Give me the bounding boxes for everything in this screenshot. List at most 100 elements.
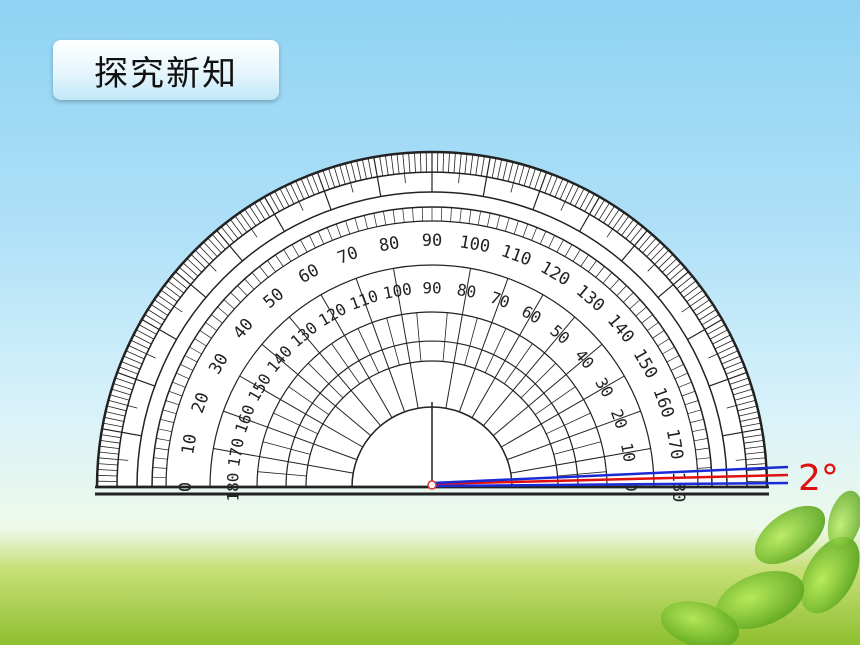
- tick-mark: [569, 185, 580, 205]
- tick-mark: [164, 285, 181, 298]
- protractor-band-1: [116, 171, 748, 488]
- tick-mark: [559, 180, 569, 200]
- spoke-line: [520, 363, 556, 399]
- tick-mark: [459, 208, 462, 223]
- tick-mark: [574, 188, 585, 207]
- spoke-line: [257, 471, 307, 477]
- tick-mark: [733, 388, 753, 396]
- tick-mark: [267, 260, 276, 273]
- tick-mark: [283, 249, 292, 262]
- tick-mark: [698, 309, 717, 321]
- tick-mark: [356, 160, 362, 181]
- tick-mark: [453, 152, 456, 173]
- tick-mark: [650, 245, 665, 261]
- tick-mark: [544, 174, 553, 194]
- tick-mark: [290, 183, 304, 211]
- tick-mark: [584, 193, 595, 212]
- tick-mark: [721, 355, 741, 365]
- tick-mark: [182, 262, 199, 277]
- protractor-band-6: [256, 311, 608, 488]
- tick-mark: [373, 213, 378, 227]
- tick-mark: [98, 457, 129, 461]
- tick-mark: [725, 366, 745, 375]
- tick-mark: [669, 266, 686, 281]
- tick-mark: [128, 345, 156, 359]
- tick-mark: [326, 227, 333, 241]
- spoke-line: [213, 448, 354, 474]
- tick-mark: [390, 154, 394, 175]
- tick-mark: [448, 152, 450, 173]
- tick-mark: [603, 205, 615, 224]
- tick-mark: [311, 174, 320, 194]
- tick-mark: [697, 467, 712, 469]
- spoke-line: [458, 278, 509, 412]
- spoke-line: [546, 412, 591, 435]
- spoke-line: [557, 471, 607, 477]
- inner-scale-label-80: 80: [455, 280, 477, 302]
- tick-mark: [186, 258, 202, 273]
- tick-mark: [379, 156, 384, 176]
- tick-mark: [101, 434, 121, 439]
- tick-mark: [119, 366, 139, 375]
- leaves-decoration: [660, 490, 860, 645]
- tick-mark: [580, 254, 589, 267]
- tick-mark: [729, 377, 749, 385]
- tick-mark: [144, 314, 163, 326]
- spoke-line: [483, 316, 576, 427]
- tick-mark: [249, 205, 261, 224]
- tick-mark: [419, 152, 422, 173]
- tick-mark: [100, 440, 121, 444]
- tick-mark: [160, 289, 178, 303]
- spoke-line: [507, 410, 641, 461]
- tick-mark: [595, 266, 605, 278]
- tick-mark: [647, 249, 670, 272]
- tick-mark: [125, 350, 145, 360]
- spoke-line: [223, 410, 357, 461]
- tick-mark: [684, 400, 699, 406]
- tick-mark: [274, 191, 285, 210]
- tick-mark: [361, 159, 367, 179]
- tick-mark: [220, 226, 235, 243]
- tick-mark: [300, 239, 308, 253]
- angle-vertex: [427, 480, 437, 490]
- tick-mark: [531, 227, 538, 241]
- tick-mark: [97, 463, 118, 466]
- tick-mark: [363, 215, 368, 229]
- tick-mark: [150, 304, 169, 316]
- tick-mark: [712, 334, 731, 345]
- protractor-band-5: [209, 264, 655, 488]
- tick-mark: [588, 260, 597, 273]
- tick-mark: [306, 176, 315, 196]
- angle-rays: [427, 465, 789, 490]
- tick-mark: [207, 237, 222, 254]
- tick-mark: [554, 178, 564, 198]
- tick-mark: [105, 411, 126, 417]
- tick-mark: [470, 154, 474, 175]
- tick-mark: [719, 350, 739, 360]
- tick-mark: [244, 209, 257, 227]
- tick-mark: [133, 334, 152, 345]
- protractor-spokes: [213, 268, 651, 477]
- title-box: 探究新知: [53, 40, 279, 100]
- tick-mark: [696, 457, 711, 460]
- tick-mark: [322, 170, 330, 190]
- tick-mark: [662, 258, 678, 273]
- tick-mark: [205, 322, 218, 331]
- tick-mark: [692, 299, 710, 312]
- tick-mark: [629, 226, 644, 243]
- tick-mark: [121, 361, 141, 370]
- tick-mark: [103, 422, 123, 428]
- tick-mark: [746, 469, 767, 471]
- spoke-line: [501, 375, 625, 448]
- protractor-ticks: [97, 152, 767, 488]
- tick-mark: [598, 202, 610, 221]
- angle-label: 2°: [798, 458, 839, 499]
- tick-mark: [130, 339, 150, 350]
- protractor-band-7: [285, 340, 579, 488]
- tick-mark: [230, 219, 243, 236]
- spoke-line: [464, 317, 478, 366]
- tick-mark: [681, 294, 707, 313]
- tick-mark: [708, 345, 736, 359]
- tick-mark: [123, 355, 143, 365]
